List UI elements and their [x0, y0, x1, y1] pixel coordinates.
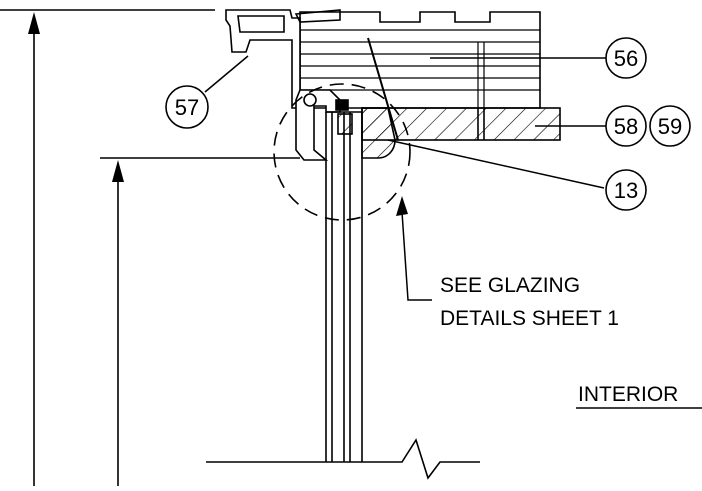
fastener-screw	[367, 37, 399, 141]
hatched-trim	[361, 107, 561, 159]
glazing-gasket	[335, 99, 349, 111]
glass-unit	[325, 111, 363, 462]
wood-blocking-outline	[299, 11, 541, 109]
callout-58: 58	[605, 105, 647, 147]
leader-13	[387, 139, 605, 189]
callout-57-label: 57	[175, 95, 199, 120]
glass-setting-block	[337, 113, 353, 135]
glazing-note-line2: DETAILS SHEET 1	[440, 307, 619, 330]
leader-note	[401, 211, 432, 301]
frame-glazing-pocket	[295, 89, 341, 161]
note-arrow	[396, 196, 408, 216]
glazing-note-line1: SEE GLAZING	[440, 274, 580, 297]
frame-inner-cavity	[237, 15, 285, 33]
callout-58-label: 58	[614, 114, 638, 139]
break-line	[206, 438, 480, 480]
callout-56: 56	[605, 37, 647, 79]
interior-label: INTERIOR	[578, 383, 678, 406]
leader-57	[204, 55, 249, 93]
frame-top-lip	[294, 9, 341, 23]
callout-13: 13	[605, 169, 647, 211]
callout-59-label: 59	[658, 114, 682, 139]
overall-dimension-arrow	[28, 12, 40, 34]
detail-circle	[273, 83, 411, 221]
frame-head-extrusion	[225, 9, 349, 161]
wood-blocking	[299, 11, 541, 109]
trim-hatch-body	[361, 107, 561, 141]
callout-57: 57	[165, 85, 209, 129]
glazing-bead	[361, 107, 396, 159]
glass-dimension-arrow	[112, 160, 124, 182]
callout-13-label: 13	[614, 178, 638, 203]
leader-lines	[204, 55, 606, 301]
frame-outer-profile	[225, 9, 301, 109]
frame-screw-boss	[303, 93, 317, 107]
wood-grain-lines	[300, 29, 540, 108]
callout-59: 59	[649, 105, 691, 147]
callout-56-label: 56	[614, 46, 638, 71]
dimension-arrows	[28, 12, 124, 182]
dimension-lines	[0, 9, 300, 486]
